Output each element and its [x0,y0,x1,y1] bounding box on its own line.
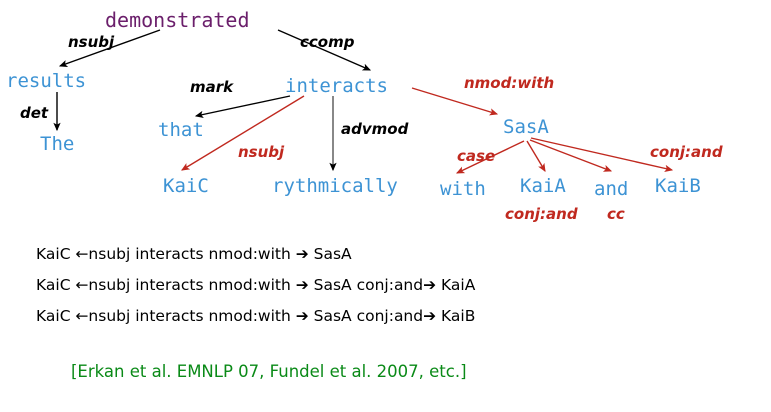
dependency-path-2: KaiC ←nsubj interacts nmod:with ➔ SasA c… [36,276,476,294]
citation-text: [Erkan et al. EMNLP 07, Fundel et al. 20… [71,362,467,381]
node-kaia: KaiA [520,175,566,197]
edge-sasa-kaib [530,137,674,172]
node-demonstrated: demonstrated [105,8,250,32]
edge-interacts-that [194,95,291,119]
relation-label-ccomp: ccomp [300,33,355,51]
relation-label-nsubj-results: nsubj [68,33,115,51]
node-and: and [594,178,629,200]
relation-label-conj-and-bottom: conj:and [505,205,578,223]
relation-label-nmod-with: nmod:with [464,74,555,92]
edge-interacts-kaic [181,95,305,171]
edge-sasa-kaia [526,140,546,172]
dependency-path-1: KaiC ←nsubj interacts nmod:with ➔ SasA [36,245,352,263]
relation-label-case: case [457,147,496,165]
dependency-edges [53,29,674,174]
relation-label-nsubj-kaic: nsubj [238,143,285,161]
relation-label-det: det [20,104,49,122]
node-that: that [158,119,204,141]
node-rythmically: rythmically [272,175,398,197]
dependency-path-3: KaiC ←nsubj interacts nmod:with ➔ SasA c… [36,307,476,325]
node-kaib: KaiB [655,175,701,197]
node-the: The [40,133,75,155]
node-kaic: KaiC [163,175,209,197]
node-with: with [440,178,486,200]
relation-label-conj-and-right: conj:and [650,143,723,161]
relation-label-cc: cc [607,205,625,223]
edge-sasa-with [455,140,525,174]
node-sasa: SasA [503,116,549,138]
edge-demonstrated-interacts [277,29,372,71]
relation-label-mark: mark [190,78,234,96]
edge-demonstrated-results [58,29,161,67]
edge-sasa-and [529,139,613,172]
node-results: results [6,70,87,92]
edge-interacts-sasa [411,87,499,116]
relation-label-advmod: advmod [341,120,409,138]
node-interacts: interacts [285,75,388,97]
